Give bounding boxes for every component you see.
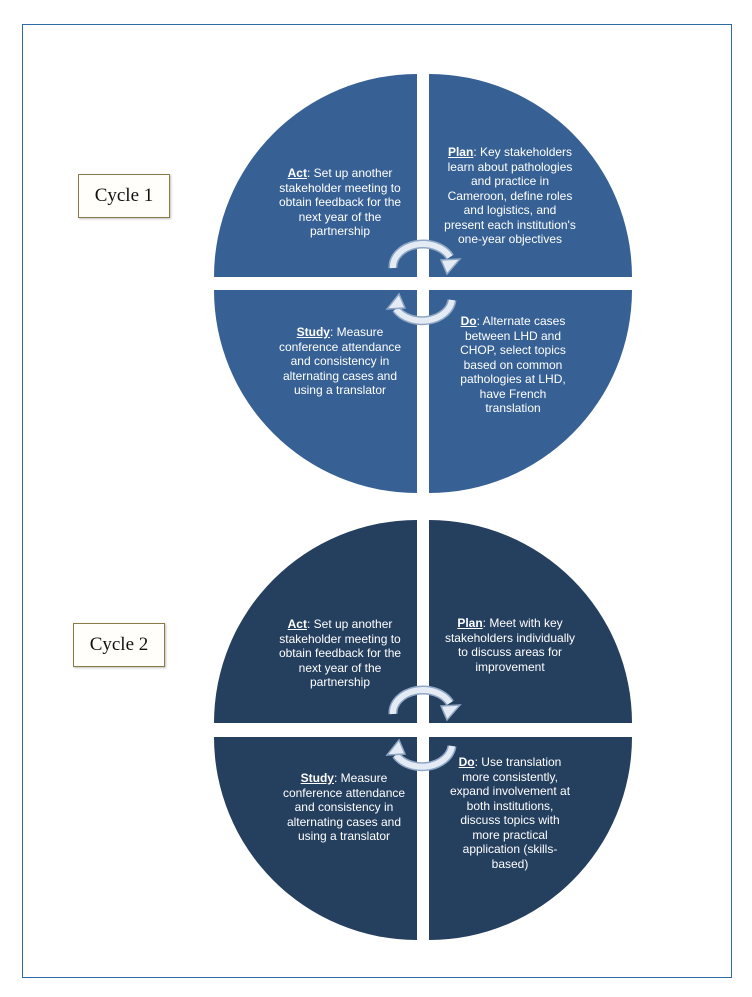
- cycle-1-do-quadrant: [429, 290, 632, 493]
- cycle-1-act-quadrant: [214, 74, 417, 277]
- cycle-1-study-quadrant: [214, 290, 417, 493]
- cycle-2-study-quadrant: [214, 737, 417, 940]
- cycle-2-plan-text: Plan: Meet with key stakeholders individ…: [444, 616, 576, 674]
- cycle-1-plan-text: Plan: Key stakeholders learn about patho…: [444, 145, 576, 246]
- cycle-2-do-text: Do: Use translation more consistently, e…: [449, 755, 571, 871]
- cycle-2-plan-quadrant: [429, 520, 632, 723]
- cycle-2-quadrants: [214, 520, 632, 940]
- figure-frame: [22, 24, 732, 978]
- cycle-2-do-quadrant: [429, 737, 632, 940]
- cycle-2-label: Cycle 2: [73, 623, 165, 667]
- cycle-1-study-text: Study: Measure conference attendance and…: [278, 325, 402, 397]
- circular-arrows-icon: [385, 685, 462, 772]
- cycle-2-study-text: Study: Measure conference attendance and…: [282, 771, 406, 843]
- cycle-1-plan-quadrant: [429, 74, 632, 277]
- cycle-2-act-text: Act: Set up another stakeholder meeting …: [278, 617, 402, 689]
- cycle-1-label: Cycle 1: [78, 174, 170, 218]
- cycle-2-act-quadrant: [214, 520, 417, 723]
- cycle-1-quadrants: [214, 74, 632, 493]
- circular-arrows-icon: [385, 239, 462, 326]
- cycle-1-act-text: Act: Set up another stakeholder meeting …: [278, 166, 402, 238]
- cycle-1-do-text: Do: Alternate cases between LHD and CHOP…: [460, 314, 566, 415]
